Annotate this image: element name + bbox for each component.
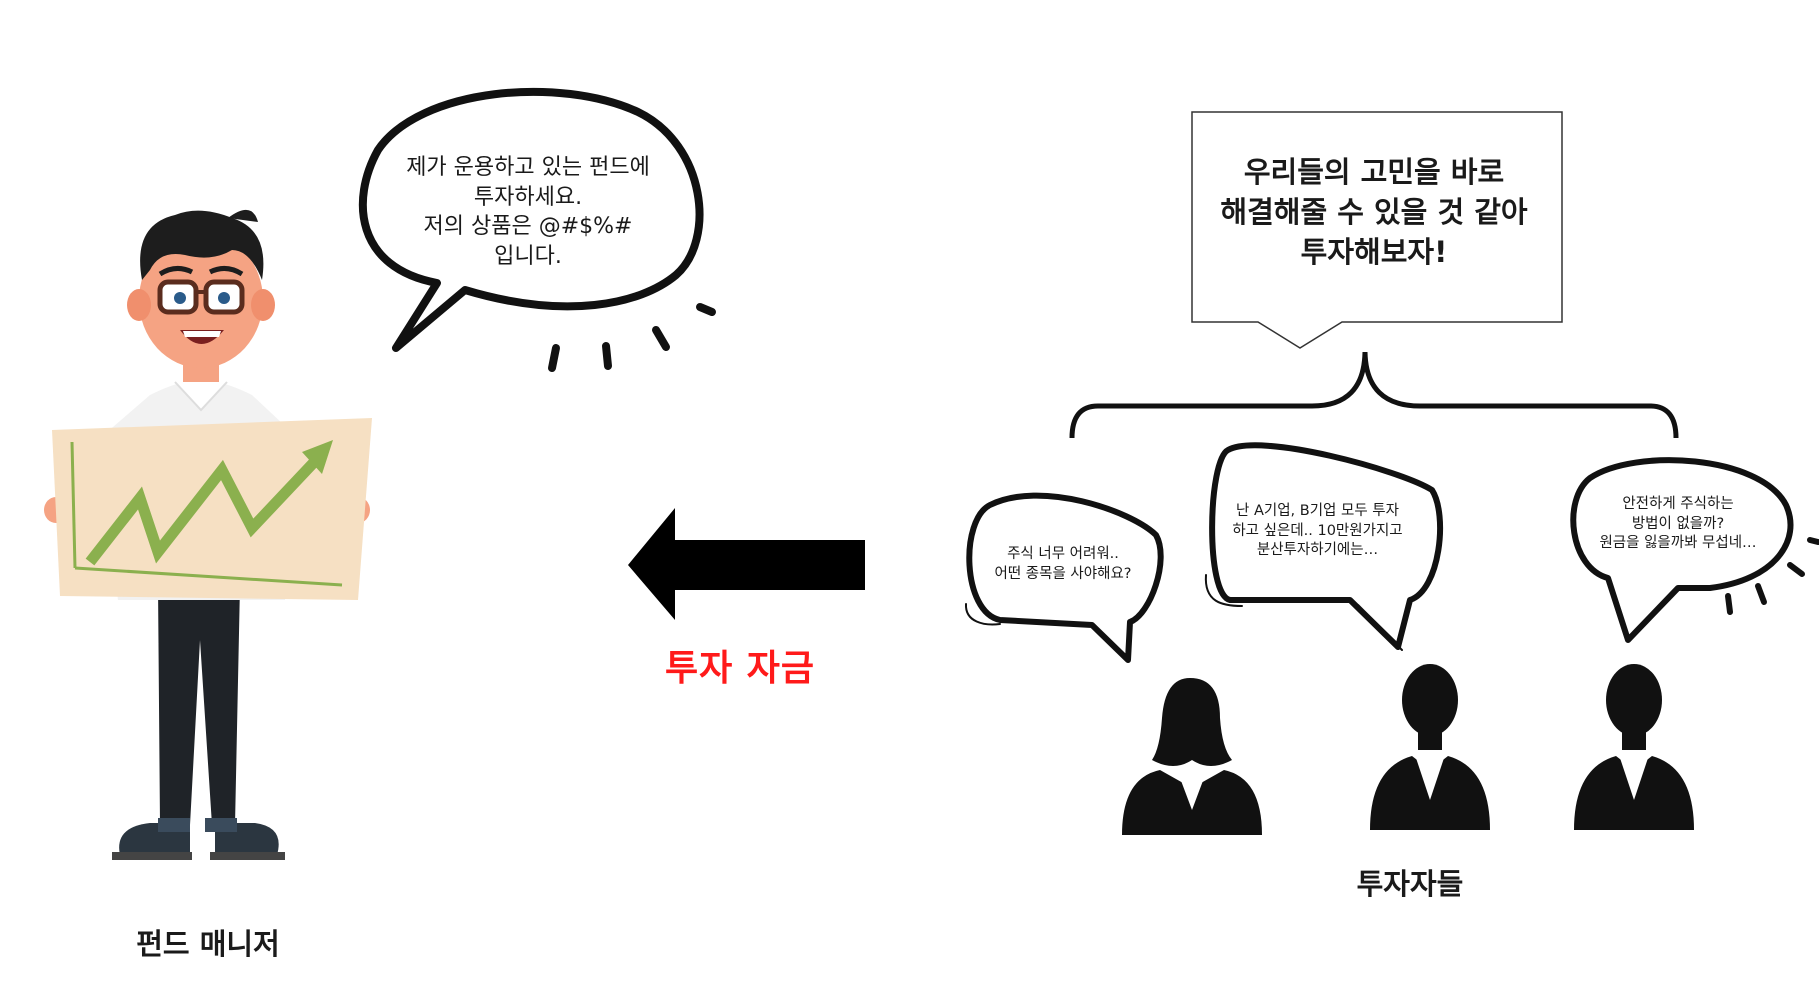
- investor-3-speech-line: 안전하게 주식하는: [1622, 496, 1734, 512]
- investor-2-speech-line: 난 A기업, B기업 모두 투자: [1236, 503, 1399, 519]
- investor-3-speech-line: 방법이 없을까?: [1631, 515, 1725, 532]
- collective-speech-text: 우리들의 고민을 바로 해결해줄 수 있을 것 같아 투자해보자!: [1190, 152, 1558, 272]
- investor-1-speech-line: 주식 너무 어려워..: [1007, 546, 1119, 562]
- investor-2-silhouette: [1370, 664, 1490, 830]
- manager-speech-text: 제가 운용하고 있는 펀드에 투자하세요. 저의 상품은 @#$%# 입니다.: [368, 153, 688, 272]
- investor-1-speech-bubble: [964, 492, 1164, 663]
- investor-1-speech-text: 주식 너무 어려워.. 어떤 종목을 사야해요?: [968, 545, 1158, 584]
- manager-speech-line: 투자하세요.: [473, 184, 583, 210]
- manager-speech-line: 입니다.: [494, 244, 562, 270]
- fund-manager-label: 펀드 매니저: [136, 927, 280, 961]
- collective-speech-line: 투자해보자!: [1300, 235, 1448, 270]
- investor-3-speech-bubble: [1570, 457, 1819, 643]
- investor-3-speech-text: 안전하게 주식하는 방법이 없을까? 원금을 잃을까봐 무섭네…: [1558, 495, 1798, 554]
- collective-speech-line: 해결해줄 수 있을 것 같아: [1220, 195, 1528, 230]
- rising-chart-board: [52, 418, 372, 600]
- collective-speech-line: 우리들의 고민을 바로: [1243, 155, 1505, 189]
- investor-1-silhouette: [1122, 678, 1262, 835]
- investor-2-speech-text: 난 A기업, B기업 모두 투자 하고 싶은데.. 10만원가지고 분산투자하기…: [1210, 502, 1425, 561]
- investor-3-speech-line: 원금을 잃을까봐 무섭네…: [1599, 535, 1757, 552]
- investors-grouping-brace: [1069, 351, 1679, 439]
- investor-1-speech-line: 어떤 종목을 사야해요?: [994, 565, 1132, 582]
- collective-speech-box: [1191, 111, 1563, 349]
- manager-speech-line: 저의 상품은 @#$%#: [423, 214, 633, 240]
- investor-3-silhouette: [1574, 664, 1694, 830]
- manager-speech-line: 제가 운용하고 있는 펀드에: [406, 155, 650, 180]
- investor-2-speech-bubble: [1204, 442, 1444, 651]
- investors-label: 투자자들: [1356, 867, 1464, 901]
- investor-2-speech-line: 하고 싶은데.. 10만원가지고: [1232, 522, 1403, 539]
- investment-funds-label: 투자 자금: [664, 648, 815, 689]
- manager-speech-bubble: [358, 87, 716, 372]
- investment-flow-arrow: [628, 508, 865, 620]
- investor-2-speech-line: 분산투자하기에는…: [1256, 542, 1379, 559]
